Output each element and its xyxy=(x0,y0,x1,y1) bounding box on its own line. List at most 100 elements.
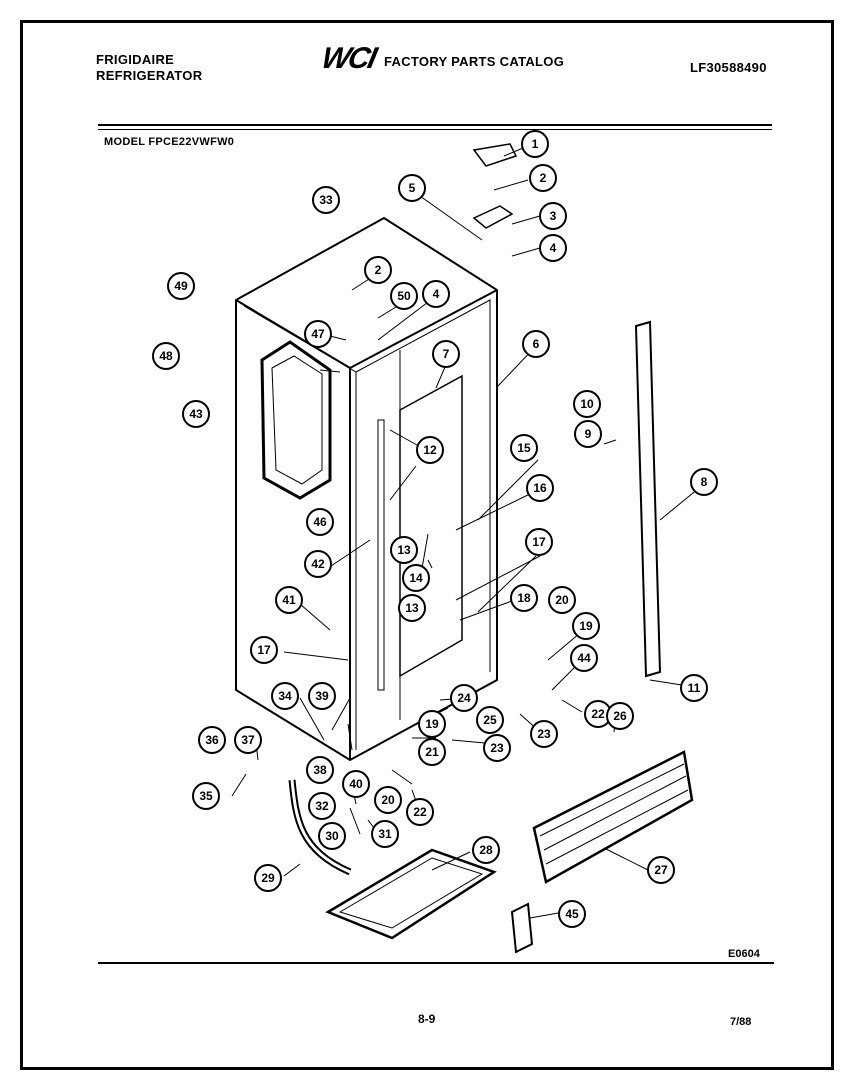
callout-label: 2 xyxy=(375,263,382,277)
callout-circle xyxy=(198,726,226,754)
page-border xyxy=(20,20,834,1070)
callout-circle xyxy=(510,434,538,462)
callout-23: 23 xyxy=(483,734,511,762)
callout-circle xyxy=(510,584,538,612)
brand-line-2: REFRIGERATOR xyxy=(96,68,203,83)
callout-2: 2 xyxy=(364,256,392,284)
callout-17: 17 xyxy=(250,636,278,664)
callout-circle xyxy=(530,720,558,748)
callout-32: 32 xyxy=(308,792,336,820)
callout-23: 23 xyxy=(530,720,558,748)
callout-circle xyxy=(182,400,210,428)
callout-circle xyxy=(548,586,576,614)
callout-label: 24 xyxy=(457,691,471,705)
callout-circle xyxy=(312,186,340,214)
callout-label: 12 xyxy=(423,443,437,457)
callout-circle xyxy=(304,320,332,348)
callout-label: 46 xyxy=(313,515,327,529)
callout-circle xyxy=(472,836,500,864)
callout-circle xyxy=(390,282,418,310)
callout-10: 10 xyxy=(573,390,601,418)
callout-44: 44 xyxy=(570,644,598,672)
callout-circle xyxy=(572,612,600,640)
callout-6: 6 xyxy=(522,330,550,358)
callout-label: 27 xyxy=(654,863,668,877)
callout-label: 17 xyxy=(257,643,271,657)
callout-label: 23 xyxy=(537,727,551,741)
catalog-number: LF30588490 xyxy=(690,60,767,75)
callout-13: 13 xyxy=(390,536,418,564)
cabinet-drawing xyxy=(231,143,705,954)
callout-label: 21 xyxy=(425,745,439,759)
callout-34: 34 xyxy=(271,682,299,710)
callout-35: 35 xyxy=(192,782,220,810)
callout-circle xyxy=(418,710,446,738)
callout-circle xyxy=(402,564,430,592)
callout-label: 28 xyxy=(479,843,493,857)
callout-36: 36 xyxy=(198,726,226,754)
callout-label: 23 xyxy=(490,741,504,755)
callout-circle xyxy=(364,256,392,284)
callout-circle xyxy=(450,684,478,712)
callout-9: 9 xyxy=(574,420,602,448)
callout-label: 3 xyxy=(550,209,557,223)
callout-circle xyxy=(234,726,262,754)
footer-rule xyxy=(98,962,774,964)
callout-14: 14 xyxy=(402,564,430,592)
callout-20: 20 xyxy=(548,586,576,614)
callout-label: 11 xyxy=(688,681,701,695)
callout-27: 27 xyxy=(647,856,675,884)
callout-circle xyxy=(422,280,450,308)
callout-label: 41 xyxy=(282,593,296,607)
callout-label: 14 xyxy=(409,571,423,585)
callout-label: 6 xyxy=(533,337,540,351)
callout-label: 40 xyxy=(349,777,363,791)
callout-label: 30 xyxy=(325,829,339,843)
callout-2: 2 xyxy=(529,164,557,192)
callout-label: 4 xyxy=(433,287,440,301)
callout-label: 9 xyxy=(585,427,592,441)
callout-37: 37 xyxy=(234,726,262,754)
callout-label: 10 xyxy=(580,397,594,411)
callout-circle xyxy=(275,586,303,614)
callout-3: 3 xyxy=(539,202,567,230)
callout-label: 34 xyxy=(278,689,292,703)
callout-label: 33 xyxy=(319,193,333,207)
callout-17: 17 xyxy=(525,528,553,556)
callout-42: 42 xyxy=(304,550,332,578)
callout-circle xyxy=(254,864,282,892)
callout-41: 41 xyxy=(275,586,303,614)
callout-label: 29 xyxy=(261,871,275,885)
brand-line-1: FRIGIDAIRE xyxy=(96,52,175,67)
callout-4: 4 xyxy=(539,234,567,262)
callout-label: 5 xyxy=(409,181,416,195)
header-rule-top xyxy=(98,124,772,126)
callout-circle xyxy=(342,770,370,798)
callout-circle xyxy=(371,820,399,848)
callout-circle xyxy=(192,782,220,810)
callout-16: 16 xyxy=(526,474,554,502)
callout-label: 15 xyxy=(517,441,531,455)
callout-circle xyxy=(522,330,550,358)
callout-circle xyxy=(526,474,554,502)
callout-22: 22 xyxy=(406,798,434,826)
callout-circle xyxy=(318,822,346,850)
callout-label: 48 xyxy=(159,349,173,363)
callout-circle xyxy=(271,682,299,710)
callout-label: 1 xyxy=(532,137,539,151)
callout-48: 48 xyxy=(152,342,180,370)
callout-circle xyxy=(250,636,278,664)
callout-7: 7 xyxy=(432,340,460,368)
callout-label: 4 xyxy=(550,241,557,255)
callout-circle xyxy=(573,390,601,418)
callout-19: 19 xyxy=(572,612,600,640)
callout-circle xyxy=(304,550,332,578)
callout-circle xyxy=(521,130,549,158)
callout-label: 38 xyxy=(313,763,327,777)
callout-label: 19 xyxy=(425,717,439,731)
callout-label: 7 xyxy=(443,347,450,361)
callout-31: 31 xyxy=(371,820,399,848)
callout-30: 30 xyxy=(318,822,346,850)
callout-label: 47 xyxy=(311,327,325,341)
callout-circle xyxy=(167,272,195,300)
